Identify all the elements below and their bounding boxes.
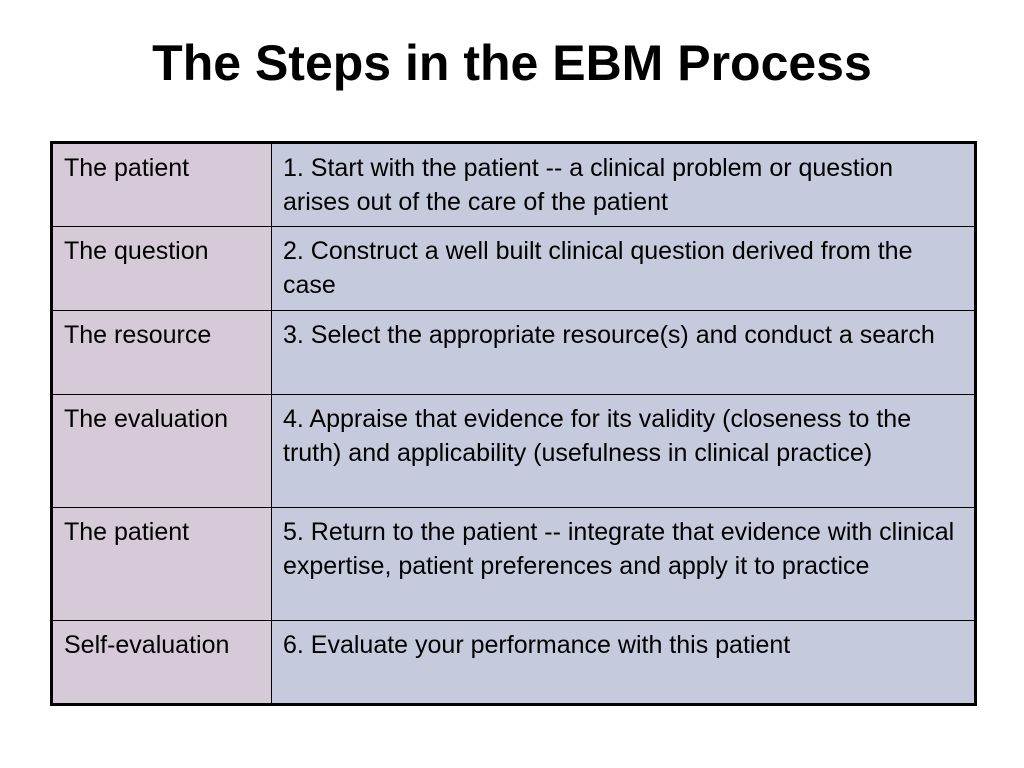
row-step-cell: 4. Appraise that evidence for its validi… [271,394,976,508]
table-row: The patient 5. Return to the patient -- … [51,507,976,621]
table-row: The question 2. Construct a well built c… [51,226,976,311]
row-label-cell: The patient [51,507,272,621]
row-label-cell: Self-evaluation [51,620,272,705]
row-step-cell: 1. Start with the patient -- a clinical … [271,142,976,227]
row-label-cell: The evaluation [51,394,272,508]
row-step-cell: 2. Construct a well built clinical quest… [271,226,976,311]
row-label-cell: The resource [51,310,272,395]
row-step-cell: 6. Evaluate your performance with this p… [271,620,976,705]
table-row: The patient 1. Start with the patient --… [51,142,976,227]
slide-title: The Steps in the EBM Process [152,35,872,91]
row-label-cell: The question [51,226,272,311]
row-step-cell: 5. Return to the patient -- integrate th… [271,507,976,621]
table-row: The evaluation 4. Appraise that evidence… [51,394,976,508]
ebm-steps-table: The patient 1. Start with the patient --… [50,141,977,706]
row-step-cell: 3. Select the appropriate resource(s) an… [271,310,976,395]
table-row: Self-evaluation 6. Evaluate your perform… [51,620,976,705]
row-label-cell: The patient [51,142,272,227]
table-row: The resource 3. Select the appropriate r… [51,310,976,395]
